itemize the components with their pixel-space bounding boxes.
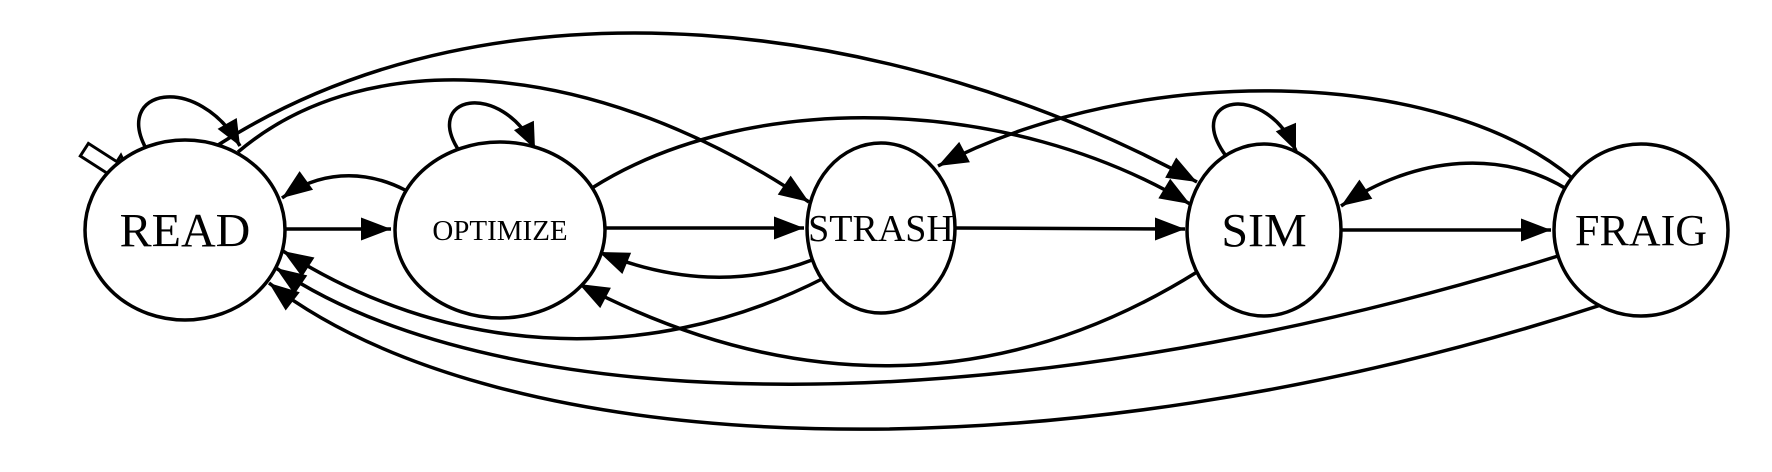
edge-strash-to-sim	[954, 226, 1186, 231]
self-loop-sim-arrowhead-icon	[1275, 122, 1297, 151]
edge-read-to-strash-arrowhead-icon	[777, 175, 809, 202]
state-label-read: READ	[120, 204, 251, 257]
edge-sim-to-optimize	[578, 270, 1198, 368]
edge-fraig-to-read-2-arrowhead-icon	[269, 283, 300, 311]
edge-sim-to-fraig-arrowhead-icon	[1521, 218, 1551, 242]
self-loop-optimize	[447, 101, 537, 157]
edge-optimize-to-strash-arrowhead-icon	[774, 216, 804, 240]
self-loop-read-arrowhead-icon	[217, 117, 240, 146]
self-loop-read	[137, 95, 242, 153]
edge-read-to-strash	[236, 78, 810, 204]
state-node-optimize	[393, 140, 607, 320]
edge-strash-to-sim-arrowhead-icon	[1155, 217, 1185, 241]
edge-fraig-to-read-1-arrowhead-icon	[276, 268, 308, 295]
edge-fraig-to-strash	[937, 89, 1574, 180]
edge-fraig-to-read-2	[267, 281, 1602, 431]
state-node-fraig	[1552, 142, 1730, 318]
edge-optimize-to-sim-arrowhead-icon	[1158, 178, 1190, 204]
edge-fraig-to-read-1	[275, 254, 1559, 386]
edge-strash-to-read	[282, 249, 825, 341]
state-node-strash	[805, 141, 957, 315]
edge-read-to-optimize-arrowhead-icon	[361, 217, 391, 241]
state-label-sim: SIM	[1221, 204, 1306, 257]
edge-optimize-to-sim	[591, 116, 1191, 206]
edge-fraig-to-sim	[1340, 161, 1569, 208]
edge-sim-to-optimize-arrowhead-icon	[579, 284, 611, 309]
self-loop-sim	[1211, 102, 1298, 158]
edge-strash-to-optimize-arrowhead-icon	[599, 252, 632, 275]
state-label-fraig: FRAIG	[1575, 206, 1707, 255]
edge-read-to-sim-arrowhead-icon	[1165, 157, 1197, 182]
edge-fraig-to-sim-arrowhead-icon	[1341, 179, 1373, 206]
state-node-read	[83, 138, 287, 322]
edge-strash-to-read-arrowhead-icon	[283, 251, 315, 277]
edge-fraig-to-strash-arrowhead-icon	[938, 141, 970, 166]
edge-strash-to-optimize	[598, 250, 813, 279]
state-label-optimize: OPTIMIZE	[432, 215, 567, 247]
self-loop-optimize-arrowhead-icon	[513, 120, 535, 149]
edge-optimize-to-read-arrowhead-icon	[282, 171, 314, 198]
state-node-sim	[1185, 142, 1343, 318]
edge-read-to-sim	[217, 31, 1198, 184]
state-label-strash: STRASH	[808, 208, 954, 250]
